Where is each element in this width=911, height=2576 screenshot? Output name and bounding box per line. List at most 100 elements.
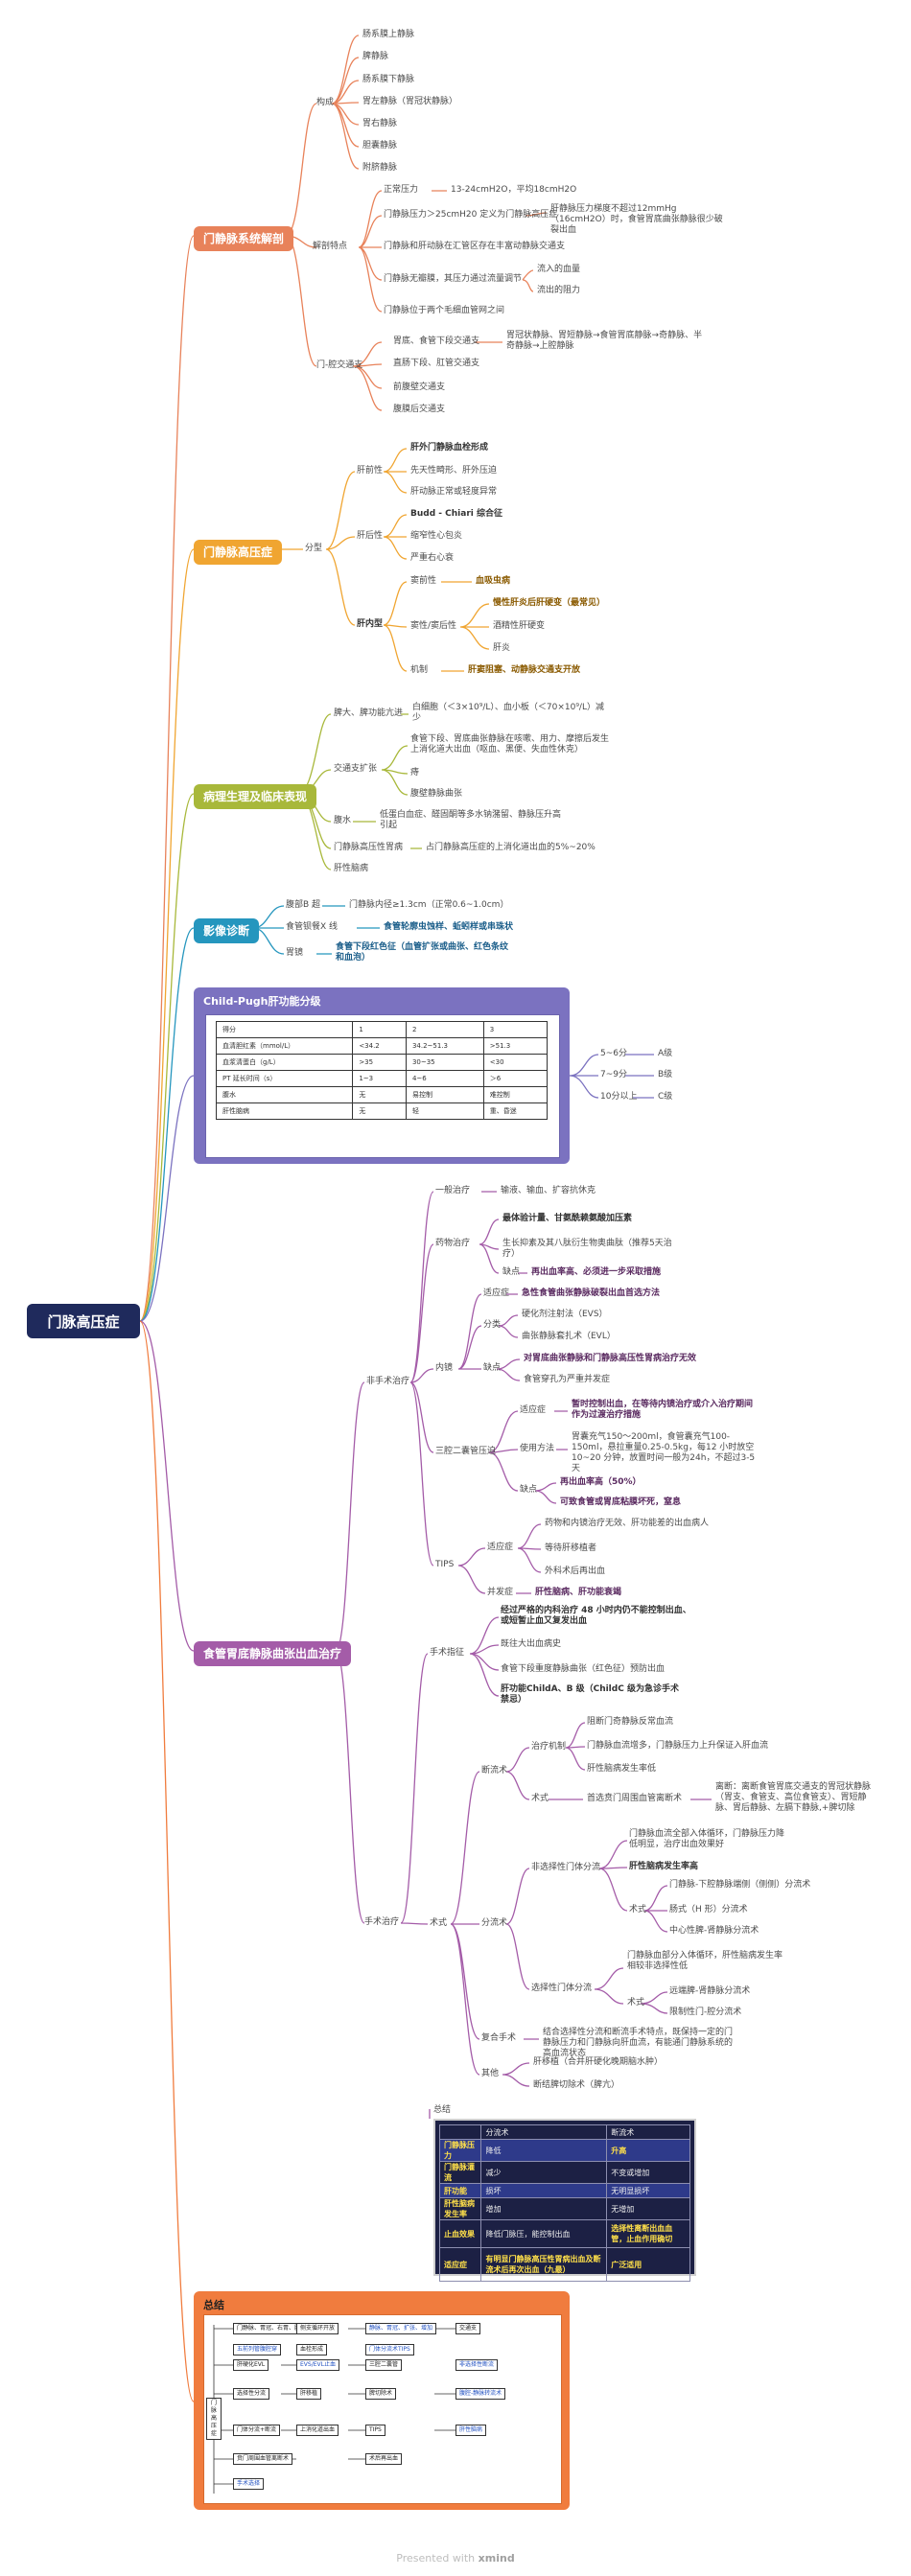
s5-dl-procedure-note[interactable]: 离断：离断食管胃底交通支的胃冠状静脉（胃支、食管支、高位食管支）、胃短静脉、胃后… xyxy=(715,1782,872,1813)
s1-inflow[interactable]: 流入的血量 xyxy=(537,265,581,274)
s5-ind-c[interactable]: 食管下段重度静脉曲张（红色征）预防出血 xyxy=(501,1664,666,1674)
s5-balloon-method[interactable]: 使用方法 xyxy=(520,1444,555,1453)
s3-hemorrhoids[interactable]: 痔 xyxy=(410,768,420,777)
s1-composition[interactable]: 构成 xyxy=(316,98,335,107)
s3-gastropathy-value[interactable]: 占门静脉高压症的上消化道出血的5%~20% xyxy=(426,843,596,852)
s4-gastroscopy[interactable]: 胃镜 xyxy=(286,948,304,958)
s2-pre-item[interactable]: 肝动脉正常或轻度异常 xyxy=(410,487,498,497)
s1-capillary[interactable]: 门静脉位于两个毛细血管网之间 xyxy=(384,306,505,315)
s1-comp-item[interactable]: 脾静脉 xyxy=(362,52,389,61)
s5-dl-procedure[interactable]: 术式 xyxy=(531,1794,549,1803)
s5-dl-procedure-value[interactable]: 首选贲门周围血管离断术 xyxy=(587,1794,683,1803)
s3-portal-gastropathy[interactable]: 门静脉高压性胃病 xyxy=(334,843,404,852)
s5-dl-mechanism[interactable]: 治疗机制 xyxy=(531,1742,567,1752)
s5-tips-complication[interactable]: 并发症 xyxy=(487,1588,514,1597)
s1-collateral-item[interactable]: 胃底、食管下段交通支 xyxy=(393,337,480,346)
s5-tips-complication-value[interactable]: 肝性脑病、肝功能衰竭 xyxy=(535,1588,622,1597)
s5-ind-b[interactable]: 既往大出血病史 xyxy=(501,1639,562,1649)
s1-comp-item[interactable]: 附脐静脉 xyxy=(362,163,398,173)
s5-other-b[interactable]: 断结脾切除术（脾亢） xyxy=(533,2080,620,2090)
s5-endo-evl[interactable]: 曲张静脉套扎术（EVL） xyxy=(522,1332,616,1341)
s5-general-value[interactable]: 输液、输血、扩容抗休克 xyxy=(501,1186,596,1195)
hub-variceal-bleeding-treatment[interactable]: 食管胃底静脉曲张出血治疗 xyxy=(194,1641,352,1666)
s4-barium[interactable]: 食管钡餐X 线 xyxy=(286,922,339,932)
s4-ultrasound[interactable]: 腹部B 超 xyxy=(286,900,321,910)
s5-endo-evs[interactable]: 硬化剂注射法（EVS） xyxy=(522,1310,608,1319)
s5-drug[interactable]: 药物治疗 xyxy=(435,1239,471,1248)
s1-definition[interactable]: 门静脉压力＞25cmH20 定义为门静脉高压症 xyxy=(384,210,558,220)
s5-devascularization[interactable]: 断流术 xyxy=(481,1766,508,1775)
s1-comp-item[interactable]: 胃右静脉 xyxy=(362,119,398,128)
s1-av-shunt[interactable]: 门静脉和肝动脉在汇管区存在丰富动静脉交通支 xyxy=(384,242,566,251)
s5-general[interactable]: 一般治疗 xyxy=(435,1186,471,1195)
hub-imaging[interactable]: 影像诊断 xyxy=(194,918,260,943)
s2-sinusoidal[interactable]: 窦性/窦后性 xyxy=(410,621,457,631)
s5-balloon-drawback-b[interactable]: 可致食管或胃底粘膜坏死，窒息 xyxy=(560,1497,682,1507)
s5-balloon-method-value[interactable]: 胃囊充气150～200ml，食管囊充气100-150ml，悬拉重量0.25-0.… xyxy=(572,1432,756,1474)
s5-drug-a[interactable]: 最体验计量、甘氨酰赖氨酸加压素 xyxy=(502,1214,633,1223)
s5-nonselective-shunt[interactable]: 非选择性门体分流 xyxy=(531,1863,601,1872)
s1-comp-item[interactable]: 肠系膜下静脉 xyxy=(362,75,415,84)
cp-grade[interactable]: C级 xyxy=(658,1092,673,1102)
s5-procedures[interactable]: 术式 xyxy=(430,1918,448,1928)
s5-shunt[interactable]: 分流术 xyxy=(481,1918,508,1928)
s2-pre-item[interactable]: 肝外门静脉血栓形成 xyxy=(410,443,489,453)
s5-nonsel-a[interactable]: 门静脉血流全部入体循环，门静脉压力降低明显，治疗出血效果好 xyxy=(629,1829,785,1849)
s3-splenomegaly-value[interactable]: 白细胞（＜3×10⁹/L）、血小板（＜70×10⁹/L）减少 xyxy=(412,703,604,723)
cp-grade[interactable]: B级 xyxy=(658,1070,673,1079)
s1-anatomy-features[interactable]: 解剖特点 xyxy=(313,242,348,251)
hub-pathophysiology[interactable]: 病理生理及临床表现 xyxy=(194,784,317,809)
s5-tips-ind-b[interactable]: 等待肝移植者 xyxy=(545,1543,597,1553)
s1-comp-item[interactable]: 胆囊静脉 xyxy=(362,141,398,151)
s5-sel-procedures[interactable]: 术式 xyxy=(627,1998,645,2007)
s5-nonsel-b[interactable]: 肝性脑病发生率高 xyxy=(629,1862,699,1871)
s4-gastroscopy-value[interactable]: 食管下段红色征（血管扩张或曲张、红色条纹和血泡） xyxy=(336,942,509,963)
s5-combined-surgery[interactable]: 复合手术 xyxy=(481,2033,517,2043)
s3-ascites[interactable]: 腹水 xyxy=(334,816,352,825)
hub-portal-hypertension[interactable]: 门静脉高压症 xyxy=(194,540,283,565)
cp-score[interactable]: 10分以上 xyxy=(600,1092,638,1102)
s5-endo-drawback-b[interactable]: 食管穿孔为严重并发症 xyxy=(524,1375,611,1384)
s5-endo-indication-value[interactable]: 急性食管曲张静脉破裂出血首选方法 xyxy=(522,1288,661,1298)
s1-comp-item[interactable]: 肠系膜上静脉 xyxy=(362,30,415,39)
s5-nonsel-procedures[interactable]: 术式 xyxy=(629,1905,647,1915)
s2-sin-item[interactable]: 慢性肝炎后肝硬变（最常见） xyxy=(493,598,606,608)
hub-portal-anatomy[interactable]: 门静脉系统解剖 xyxy=(194,226,294,251)
s2-classification[interactable]: 分型 xyxy=(305,544,323,553)
s1-comp-item[interactable]: 胃左静脉（胃冠状静脉） xyxy=(362,97,458,106)
s5-nonsurgical[interactable]: 非手术治疗 xyxy=(366,1377,410,1386)
s1-collateral-item[interactable]: 腹膜后交通支 xyxy=(393,405,446,414)
s5-combined-value[interactable]: 结合选择性分流和断流手术特点，既保持一定的门静脉压力和门静脉向肝血流，有能通门静… xyxy=(543,2028,734,2058)
s2-prehepatic[interactable]: 肝前性 xyxy=(357,466,384,476)
s4-barium-value[interactable]: 食管轮廓虫蚀样、蚯蚓样或串珠状 xyxy=(384,922,514,932)
s1-collateral-item[interactable]: 前腹壁交通支 xyxy=(393,383,446,392)
s5-nonsel-proc-a[interactable]: 门静脉-下腔静脉端侧（侧侧）分流术 xyxy=(669,1880,811,1890)
s3-collateral-dilation[interactable]: 交通支扩张 xyxy=(334,764,378,774)
s2-intrahepatic[interactable]: 肝内型 xyxy=(357,619,384,629)
s5-balloon-drawback[interactable]: 缺点 xyxy=(520,1485,538,1495)
s5-endo-indication[interactable]: 适应症 xyxy=(483,1288,510,1298)
s3-splenomegaly[interactable]: 脾大、脾功能亢进 xyxy=(334,708,404,718)
s5-surgery[interactable]: 手术治疗 xyxy=(364,1917,400,1927)
s5-endoscopy[interactable]: 内镜 xyxy=(435,1363,454,1373)
s5-selective-shunt[interactable]: 选择性门体分流 xyxy=(531,1984,593,1993)
s5-balloon-indication-value[interactable]: 暂时控制出血，在等待内镜治疗或介入治疗期间作为过渡治疗措施 xyxy=(572,1400,754,1420)
s3-abdominal-veins[interactable]: 腹壁静脉曲张 xyxy=(410,789,463,799)
s2-post-item[interactable]: 严重右心衰 xyxy=(410,553,455,563)
s5-balloon-indication[interactable]: 适应症 xyxy=(520,1405,547,1415)
s5-surgery-indication[interactable]: 手术指征 xyxy=(430,1648,465,1658)
s5-other[interactable]: 其他 xyxy=(481,2069,500,2078)
s1-collateral-note[interactable]: 胃冠状静脉、胃短静脉→食管胃底静脉→奇静脉、半奇静脉→上腔静脉 xyxy=(506,331,703,351)
s2-presinusoidal[interactable]: 窦前性 xyxy=(410,576,437,586)
s1-definition-note[interactable]: 肝静脉压力梯度不超过12mmHg（16cmH2O）时，食管胃底曲张静脉很少破裂出… xyxy=(550,204,723,235)
s5-dl-mech-c[interactable]: 肝性脑病发生率低 xyxy=(587,1764,657,1774)
s5-endo-drawback-a[interactable]: 对胃底曲张静脉和门静脉高压性胃病治疗无效 xyxy=(524,1354,697,1363)
s5-drug-drawback[interactable]: 缺点 xyxy=(502,1267,521,1277)
s2-pre-item[interactable]: 先天性畸形、肝外压迫 xyxy=(410,466,498,476)
s2-post-item[interactable]: Budd - Chiari 综合征 xyxy=(410,509,502,519)
s2-sin-item[interactable]: 肝炎 xyxy=(493,643,511,653)
s1-normal-pressure[interactable]: 正常压力 xyxy=(384,185,419,195)
s2-schistosomiasis[interactable]: 血吸虫病 xyxy=(476,576,511,586)
s2-posthepatic[interactable]: 肝后性 xyxy=(357,531,384,541)
s5-nonsel-proc-c[interactable]: 中心性脾-肾静脉分流术 xyxy=(669,1926,759,1936)
